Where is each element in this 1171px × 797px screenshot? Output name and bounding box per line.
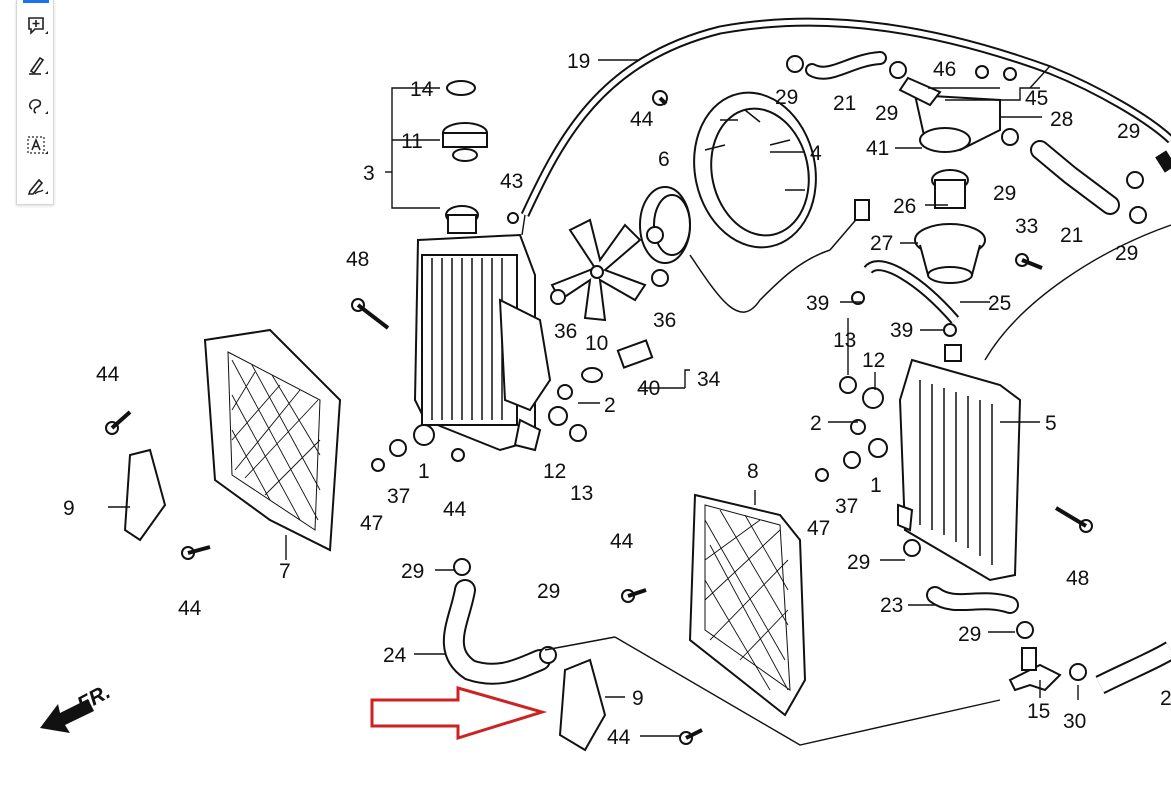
callout: 46 [933, 58, 956, 81]
callout: 44 [443, 498, 467, 521]
callout: 21 [833, 92, 856, 115]
callout: 13 [570, 482, 593, 505]
callout: 25 [988, 292, 1011, 315]
callout: 14 [410, 78, 434, 101]
bolt-shafts [110, 96, 1088, 740]
callout: 12 [862, 349, 885, 372]
callout-labels: 14 11 3 43 19 44 6 4 29 21 29 46 45 28 4… [63, 50, 1171, 749]
fan-blade [550, 218, 647, 322]
callout: 39 [806, 292, 829, 315]
thermostat-cover [914, 223, 986, 284]
shroud-right [688, 493, 807, 717]
callout: 37 [835, 495, 858, 518]
callout: 44 [607, 726, 631, 749]
red-pointer-arrow [370, 686, 548, 741]
fan-shroud [693, 91, 817, 249]
fan-motor [639, 186, 870, 313]
callout: 28 [1050, 108, 1073, 131]
hose-21-edge [1155, 150, 1171, 173]
callout: 33 [1015, 215, 1038, 238]
callout: 2 [604, 394, 616, 417]
callout: 6 [658, 148, 670, 171]
callout: 29 [958, 623, 981, 646]
toolbar-accent-bar [23, 0, 49, 3]
callout: 29 [1115, 242, 1138, 265]
callout: 48 [346, 248, 369, 271]
callout: 11 [401, 130, 423, 153]
callout: 37 [387, 485, 410, 508]
shroud-left [203, 328, 342, 552]
callout: 9 [63, 497, 75, 520]
callout: 21 [1060, 224, 1083, 247]
callout: 2 [810, 412, 822, 435]
highlight-pen-tool-icon[interactable] [21, 50, 51, 80]
callout: 8 [747, 460, 759, 483]
callout: 47 [360, 512, 383, 535]
callout: 15 [1027, 700, 1050, 723]
callout: 45 [1025, 87, 1048, 110]
callout: 29 [875, 102, 898, 125]
callout: 29 [537, 580, 560, 603]
add-comment-tool-icon[interactable] [21, 10, 51, 40]
callout: 44 [96, 363, 120, 386]
callout: 10 [585, 332, 608, 355]
thermostat [931, 169, 969, 209]
callout: 29 [993, 182, 1016, 205]
callout: 29 [847, 551, 870, 574]
callout: 48 [1066, 567, 1089, 590]
callout: 19 [567, 50, 590, 73]
bracket-bottom [558, 658, 607, 752]
callout: 27 [870, 232, 893, 255]
fill-sign-tool-icon[interactable] [21, 170, 51, 200]
callout: 44 [630, 108, 654, 131]
callout: 24 [383, 644, 407, 667]
callout: 34 [697, 368, 721, 391]
callout: 29 [1117, 120, 1140, 143]
text-select-tool-icon[interactable] [21, 130, 51, 160]
callout: 30 [1063, 710, 1086, 733]
radiator-left [413, 205, 552, 452]
callout: 3 [363, 162, 375, 185]
annotation-toolbar [16, 0, 54, 205]
bracket-left [123, 448, 167, 542]
callout: 13 [833, 329, 856, 352]
thermostat-housing [898, 76, 1001, 153]
radiator-right [897, 344, 1022, 582]
leader-lines [108, 59, 1171, 746]
callout: 2 [1160, 687, 1171, 710]
callout: 12 [543, 460, 566, 483]
callout: 5 [1045, 412, 1057, 435]
callout: 26 [893, 195, 916, 218]
radiator-cap [442, 80, 488, 162]
callout: 36 [554, 320, 577, 343]
callout: 40 [637, 377, 660, 400]
callout: 9 [632, 687, 644, 710]
temp-sensor [581, 339, 654, 383]
callout: 7 [279, 560, 291, 583]
hose-joint [1008, 647, 1062, 692]
front-direction-arrow: FR. [40, 680, 114, 733]
callout: 44 [610, 530, 634, 553]
callout: 23 [880, 594, 903, 617]
callout: 29 [775, 86, 798, 109]
callout: 1 [870, 474, 882, 497]
callout: 29 [401, 560, 424, 583]
callout: 1 [418, 460, 430, 483]
freehand-draw-tool-icon[interactable] [21, 90, 51, 120]
callout: 44 [178, 597, 202, 620]
callout: 43 [500, 170, 523, 193]
callout: 39 [890, 319, 913, 342]
callout: 41 [866, 137, 889, 160]
callout: 47 [807, 517, 830, 540]
callout: 36 [653, 309, 676, 332]
callout: 4 [810, 142, 822, 165]
